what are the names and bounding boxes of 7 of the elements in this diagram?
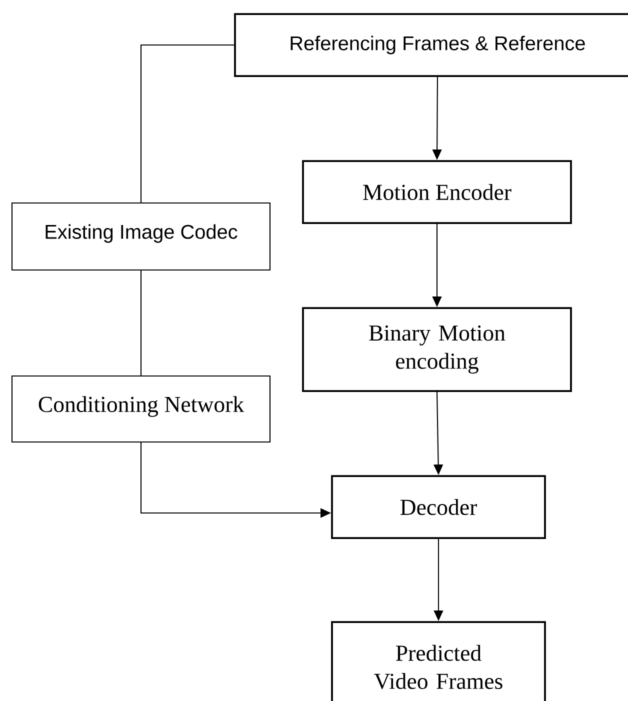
process-box: Existing Image Codec: [11, 202, 271, 271]
process-box: Decoder: [331, 475, 546, 539]
process-box: Referencing Frames & Reference: [234, 13, 628, 77]
process-box: Predicted Video Frames: [331, 621, 546, 701]
process-box: Motion Encoder: [302, 160, 572, 224]
process-box: Binary Motion encoding: [302, 307, 572, 392]
process-box: Conditioning Network: [11, 375, 271, 443]
